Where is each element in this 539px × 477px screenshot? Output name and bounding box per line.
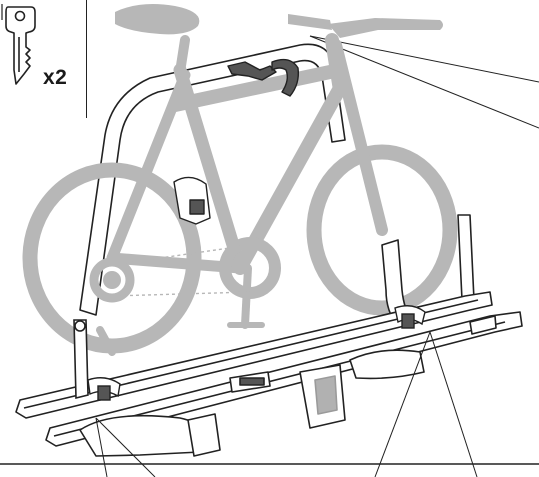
towbar-mount	[79, 349, 425, 457]
key-icon	[5, 6, 36, 85]
bicycle-solid-parts	[103, 4, 443, 289]
pointer-lines-bottom	[95, 331, 478, 477]
rail-front	[45, 311, 523, 447]
wheel-strap-front	[394, 305, 426, 329]
bicycle	[22, 33, 458, 356]
front-wheel	[306, 144, 458, 316]
rack-center-post	[173, 176, 211, 225]
key-quantity-label: x2	[43, 66, 68, 89]
wheel-strap-rear	[87, 377, 121, 401]
carrier-frame-arm	[79, 43, 475, 316]
rack-post-rear	[73, 319, 89, 400]
chain	[111, 244, 251, 297]
key-panel	[0, 0, 87, 118]
pointer-lines-top	[309, 35, 539, 129]
frame-holder-clamp	[227, 58, 300, 97]
